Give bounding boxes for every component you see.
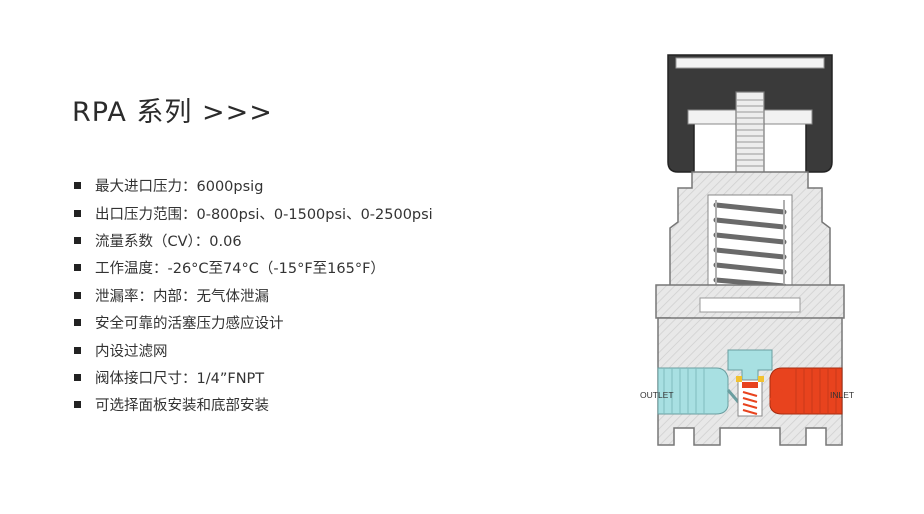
- spec-text: 安全可靠的活塞压力感应设计: [95, 316, 284, 333]
- outlet-port: [657, 367, 729, 415]
- list-item: 工作温度：-26°C至74°C（-15°F至165°F）: [74, 254, 433, 281]
- spec-text: 工作温度：-26°C至74°C（-15°F至165°F）: [95, 261, 385, 278]
- square-bullet-icon: [74, 209, 81, 217]
- list-item: 最大进口压力：6000psig: [74, 172, 433, 199]
- spec-text: 可选择面板安装和底部安装: [95, 398, 269, 415]
- spec-text: 流量系数（CV）：0.06: [95, 233, 242, 250]
- spec-list: 最大进口压力：6000psig 出口压力范围：0-800psi、0-1500ps…: [74, 172, 433, 419]
- list-item: 出口压力范围：0-800psi、0-1500psi、0-2500psi: [74, 199, 433, 226]
- square-bullet-icon: [74, 236, 81, 244]
- square-bullet-icon: [74, 264, 81, 272]
- poppet-assembly: [726, 349, 783, 417]
- list-item: 阀体接口尺寸：1/4”FNPT: [74, 364, 433, 391]
- spec-text: 内设过滤网: [95, 343, 168, 360]
- square-bullet-icon: [74, 401, 81, 409]
- square-bullet-icon: [74, 373, 81, 381]
- list-item: 泄漏率：内部：无气体泄漏: [74, 282, 433, 309]
- square-bullet-icon: [74, 182, 81, 190]
- spring: [713, 202, 787, 289]
- spec-text: 阀体接口尺寸：1/4”FNPT: [95, 370, 265, 387]
- list-item: 安全可靠的活塞压力感应设计: [74, 309, 433, 336]
- list-item: 可选择面板安装和底部安装: [74, 391, 433, 418]
- square-bullet-icon: [74, 291, 81, 299]
- square-bullet-icon: [74, 346, 81, 354]
- outlet-label: OUTLET: [640, 390, 674, 400]
- regulator-cross-section-svg: OUTLET INLET: [640, 54, 854, 446]
- list-item: 流量系数（CV）：0.06: [74, 227, 433, 254]
- page-title: RPA 系列 >>>: [72, 97, 273, 129]
- spec-text: 泄漏率：内部：无气体泄漏: [95, 288, 269, 305]
- spec-text: 最大进口压力：6000psig: [95, 179, 264, 196]
- inlet-port: [769, 367, 843, 415]
- regulator-cross-section-diagram: OUTLET INLET: [630, 50, 870, 460]
- spec-text: 出口压力范围：0-800psi、0-1500psi、0-2500psi: [95, 206, 433, 223]
- inlet-label: INLET: [830, 390, 854, 400]
- list-item: 内设过滤网: [74, 336, 433, 363]
- square-bullet-icon: [74, 319, 81, 327]
